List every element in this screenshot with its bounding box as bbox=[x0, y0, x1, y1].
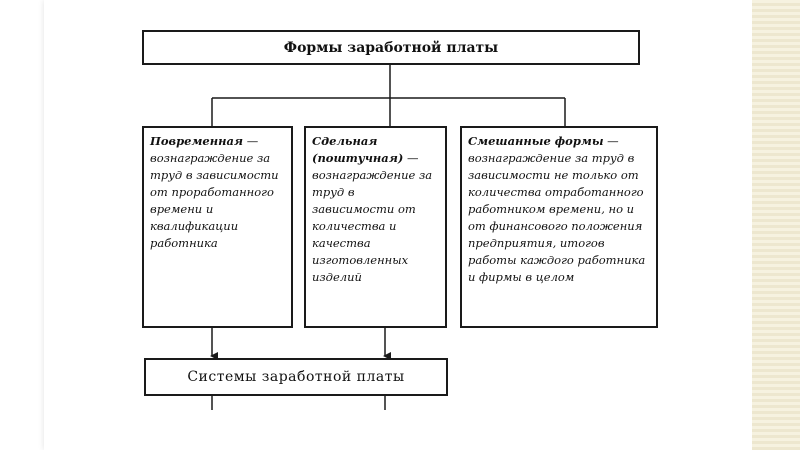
decorative-strip bbox=[752, 0, 800, 450]
slide-frame-edge bbox=[744, 0, 752, 450]
result-box: Системы заработной платы bbox=[144, 358, 448, 396]
form-name: Смешанные формы bbox=[468, 134, 604, 148]
form-box-mixed: Смешанные формы — вознаграждение за труд… bbox=[460, 126, 658, 328]
form-box-piece-rate: Сдельная (поштучная) — вознаграждение за… bbox=[304, 126, 447, 328]
form-description: вознаграждение за труд в зависимости от … bbox=[150, 151, 279, 250]
form-name: Сдельная (поштучная) bbox=[312, 134, 404, 165]
form-dash: — bbox=[243, 134, 259, 148]
form-description: вознаграждение за труд в зависимости не … bbox=[468, 151, 646, 284]
form-dash: — bbox=[403, 151, 419, 165]
diagram-title: Формы заработной платы bbox=[142, 30, 640, 65]
form-dash: — bbox=[603, 134, 619, 148]
form-box-time-based: Повременная — вознаграждение за труд в з… bbox=[142, 126, 293, 328]
form-description: вознаграждение за труд в зависимости от … bbox=[312, 168, 433, 284]
form-name: Повременная bbox=[150, 134, 244, 148]
